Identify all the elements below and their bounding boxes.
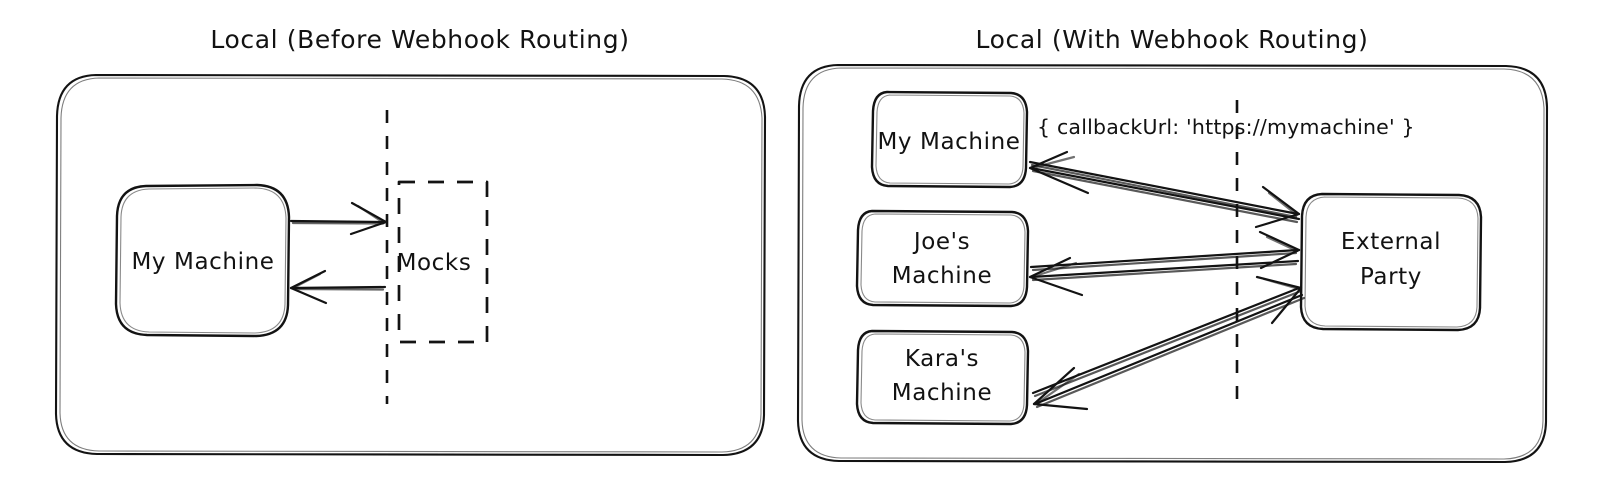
node-mocks[interactable]: Mocks: [397, 180, 489, 344]
node-label: Mocks: [397, 250, 472, 276]
node-joes-machine[interactable]: Joe's Machine: [855, 209, 1030, 308]
panel-with: Local (With Webhook Routing) My Machine …: [796, 25, 1549, 464]
panel-with-title: Local (With Webhook Routing): [976, 25, 1369, 54]
node-label-line2: Machine: [892, 263, 992, 289]
node-label: My Machine: [131, 249, 274, 275]
node-label-line2: Machine: [892, 380, 992, 406]
node-label-line1: External: [1341, 229, 1441, 255]
node-my-machine-before[interactable]: My Machine: [114, 183, 291, 338]
arrow-karas-machine-external-party: [1031, 275, 1306, 411]
arrow-my-machine-to-mocks: [289, 201, 388, 236]
panel-before: Local (Before Webhook Routing) My Machin…: [54, 25, 767, 457]
local-container-with: [796, 63, 1549, 464]
arrow-joes-machine-external-party: [1028, 230, 1301, 297]
arrow-my-machine-external-party: [1028, 150, 1301, 229]
node-label-line1: Kara's: [905, 346, 979, 372]
node-external-party[interactable]: External Party: [1299, 192, 1483, 332]
node-my-machine-with[interactable]: My Machine: [870, 90, 1029, 189]
node-label: My Machine: [877, 129, 1020, 155]
node-label-line2: Party: [1360, 264, 1422, 290]
local-container-before: [54, 73, 767, 457]
node-label-line1: Joe's: [912, 229, 970, 255]
panel-before-title: Local (Before Webhook Routing): [210, 25, 629, 54]
callback-url-annotation: { callbackUrl: 'https://mymachine' }: [1037, 115, 1415, 139]
arrow-mocks-to-my-machine: [289, 269, 387, 305]
node-karas-machine[interactable]: Kara's Machine: [855, 329, 1030, 426]
